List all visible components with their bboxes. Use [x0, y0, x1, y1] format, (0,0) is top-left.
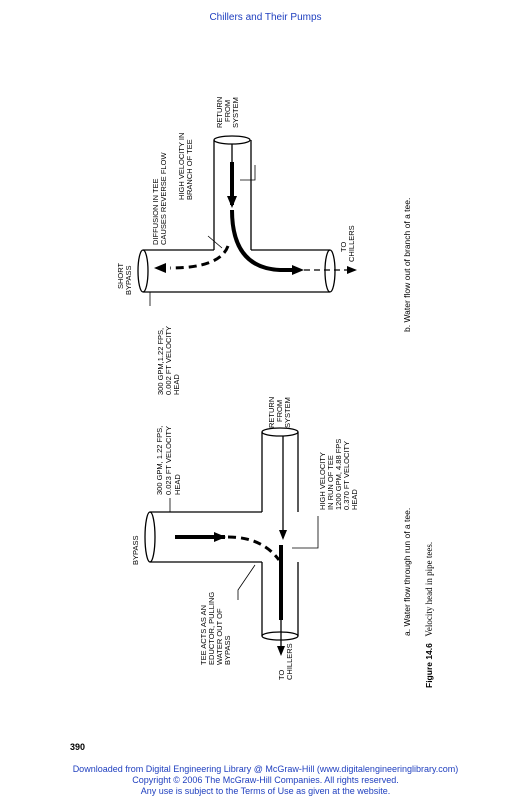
panel-a-return-label: RETURN FROM SYSTEM: [267, 395, 292, 428]
panel-a-bypass-label: BYPASS: [131, 536, 140, 565]
panel-a-pipe-end-top: [261, 427, 299, 437]
panel-a-caption: a. Water flow through run of a tee.: [402, 508, 412, 636]
figure-caption-text: Velocity head in pipe tees.: [424, 542, 434, 637]
panel-b-leader-high: [240, 165, 256, 181]
panel-b-branch-arrowhead: [227, 196, 237, 208]
panel-b-diagram: [137, 135, 336, 293]
panel-a-bypass-dash: [227, 535, 281, 561]
panel-b-leader-diffusion: [207, 235, 223, 249]
panel-b-run-pipe: [143, 249, 330, 293]
panel-b-return-label: RETURN FROM SYSTEM: [215, 95, 240, 128]
panel-a-eductor-label: TEE ACTS AS AN EDUCTOR, PULLING WATER OU…: [199, 590, 232, 665]
panel-a-bypass-arrowhead: [214, 532, 226, 542]
panel-b-short-bypass-label: SHORT BYPASS: [116, 261, 133, 295]
panel-b-diffusion-label: DIFFUSION IN TEE CAUSES REVERSE FLOW: [151, 152, 168, 245]
panel-a-high-velocity-label: HIGH VELOCITY IN RUN OF TEE 1200 GPM, 4.…: [318, 437, 359, 510]
panel-b-to-chillers: TO CHILLERS: [339, 225, 356, 262]
figure-caption: Figure 14.6 Velocity head in pipe tees.: [424, 542, 434, 688]
panel-a-to-chillers: TO CHILLERS: [277, 643, 294, 680]
panel-a-leader-eductor: [237, 564, 256, 600]
panel-b-outlet-arrowhead-2: [347, 266, 357, 274]
panel-a-return-arrowhead: [279, 530, 287, 540]
panel-a-pipe-end-bottom: [261, 631, 299, 641]
footer-line-2: Copyright © 2006 The McGraw-Hill Compani…: [132, 775, 399, 785]
panel-b-high-velocity-label: HIGH VELOCITY IN BRANCH OF TEE: [177, 131, 194, 200]
panel-a-leader-high: [292, 516, 319, 549]
panel-b-bypass-flow: 300 GPM,1.22 FPS, 0.002 FT VELOCITY HEAD: [156, 324, 181, 395]
panel-a-bypass-flow: 300 GPM, 1.22 FPS, 0.023 FT VELOCITY HEA…: [155, 424, 182, 495]
page-number: 390: [70, 742, 86, 752]
panel-a-outlet-arrowhead: [277, 646, 285, 656]
panel-b-branch-pipe: [213, 140, 252, 250]
panel-a-diagram: [144, 427, 299, 641]
panel-b-outlet-arrowhead: [292, 265, 304, 275]
panel-a-flow: [169, 436, 319, 656]
footer-line-3: Any use is subject to the Terms of Use a…: [140, 786, 391, 796]
panel-b-flow: [149, 144, 357, 306]
panel-b-reverse-dash: [169, 245, 230, 270]
panel-b-run-end-left: [137, 249, 149, 293]
footer-line-1: Downloaded from Digital Engineering Libr…: [72, 764, 459, 774]
figure-caption-number: Figure 14.6: [424, 643, 434, 688]
panel-a-branch-pipe: [150, 511, 262, 563]
panel-b-reverse-arrowhead: [154, 263, 166, 273]
panel-b-curve-flow: [230, 209, 296, 272]
running-header: Chillers and Their Pumps: [209, 12, 322, 23]
panel-a-main-pipe: [261, 432, 299, 636]
panel-b-caption: b. Water flow out of branch of a tee.: [402, 198, 412, 332]
panel-b-branch-end: [213, 135, 251, 145]
panel-a-branch-end: [144, 511, 156, 563]
panel-b-run-end-right: [324, 249, 336, 293]
